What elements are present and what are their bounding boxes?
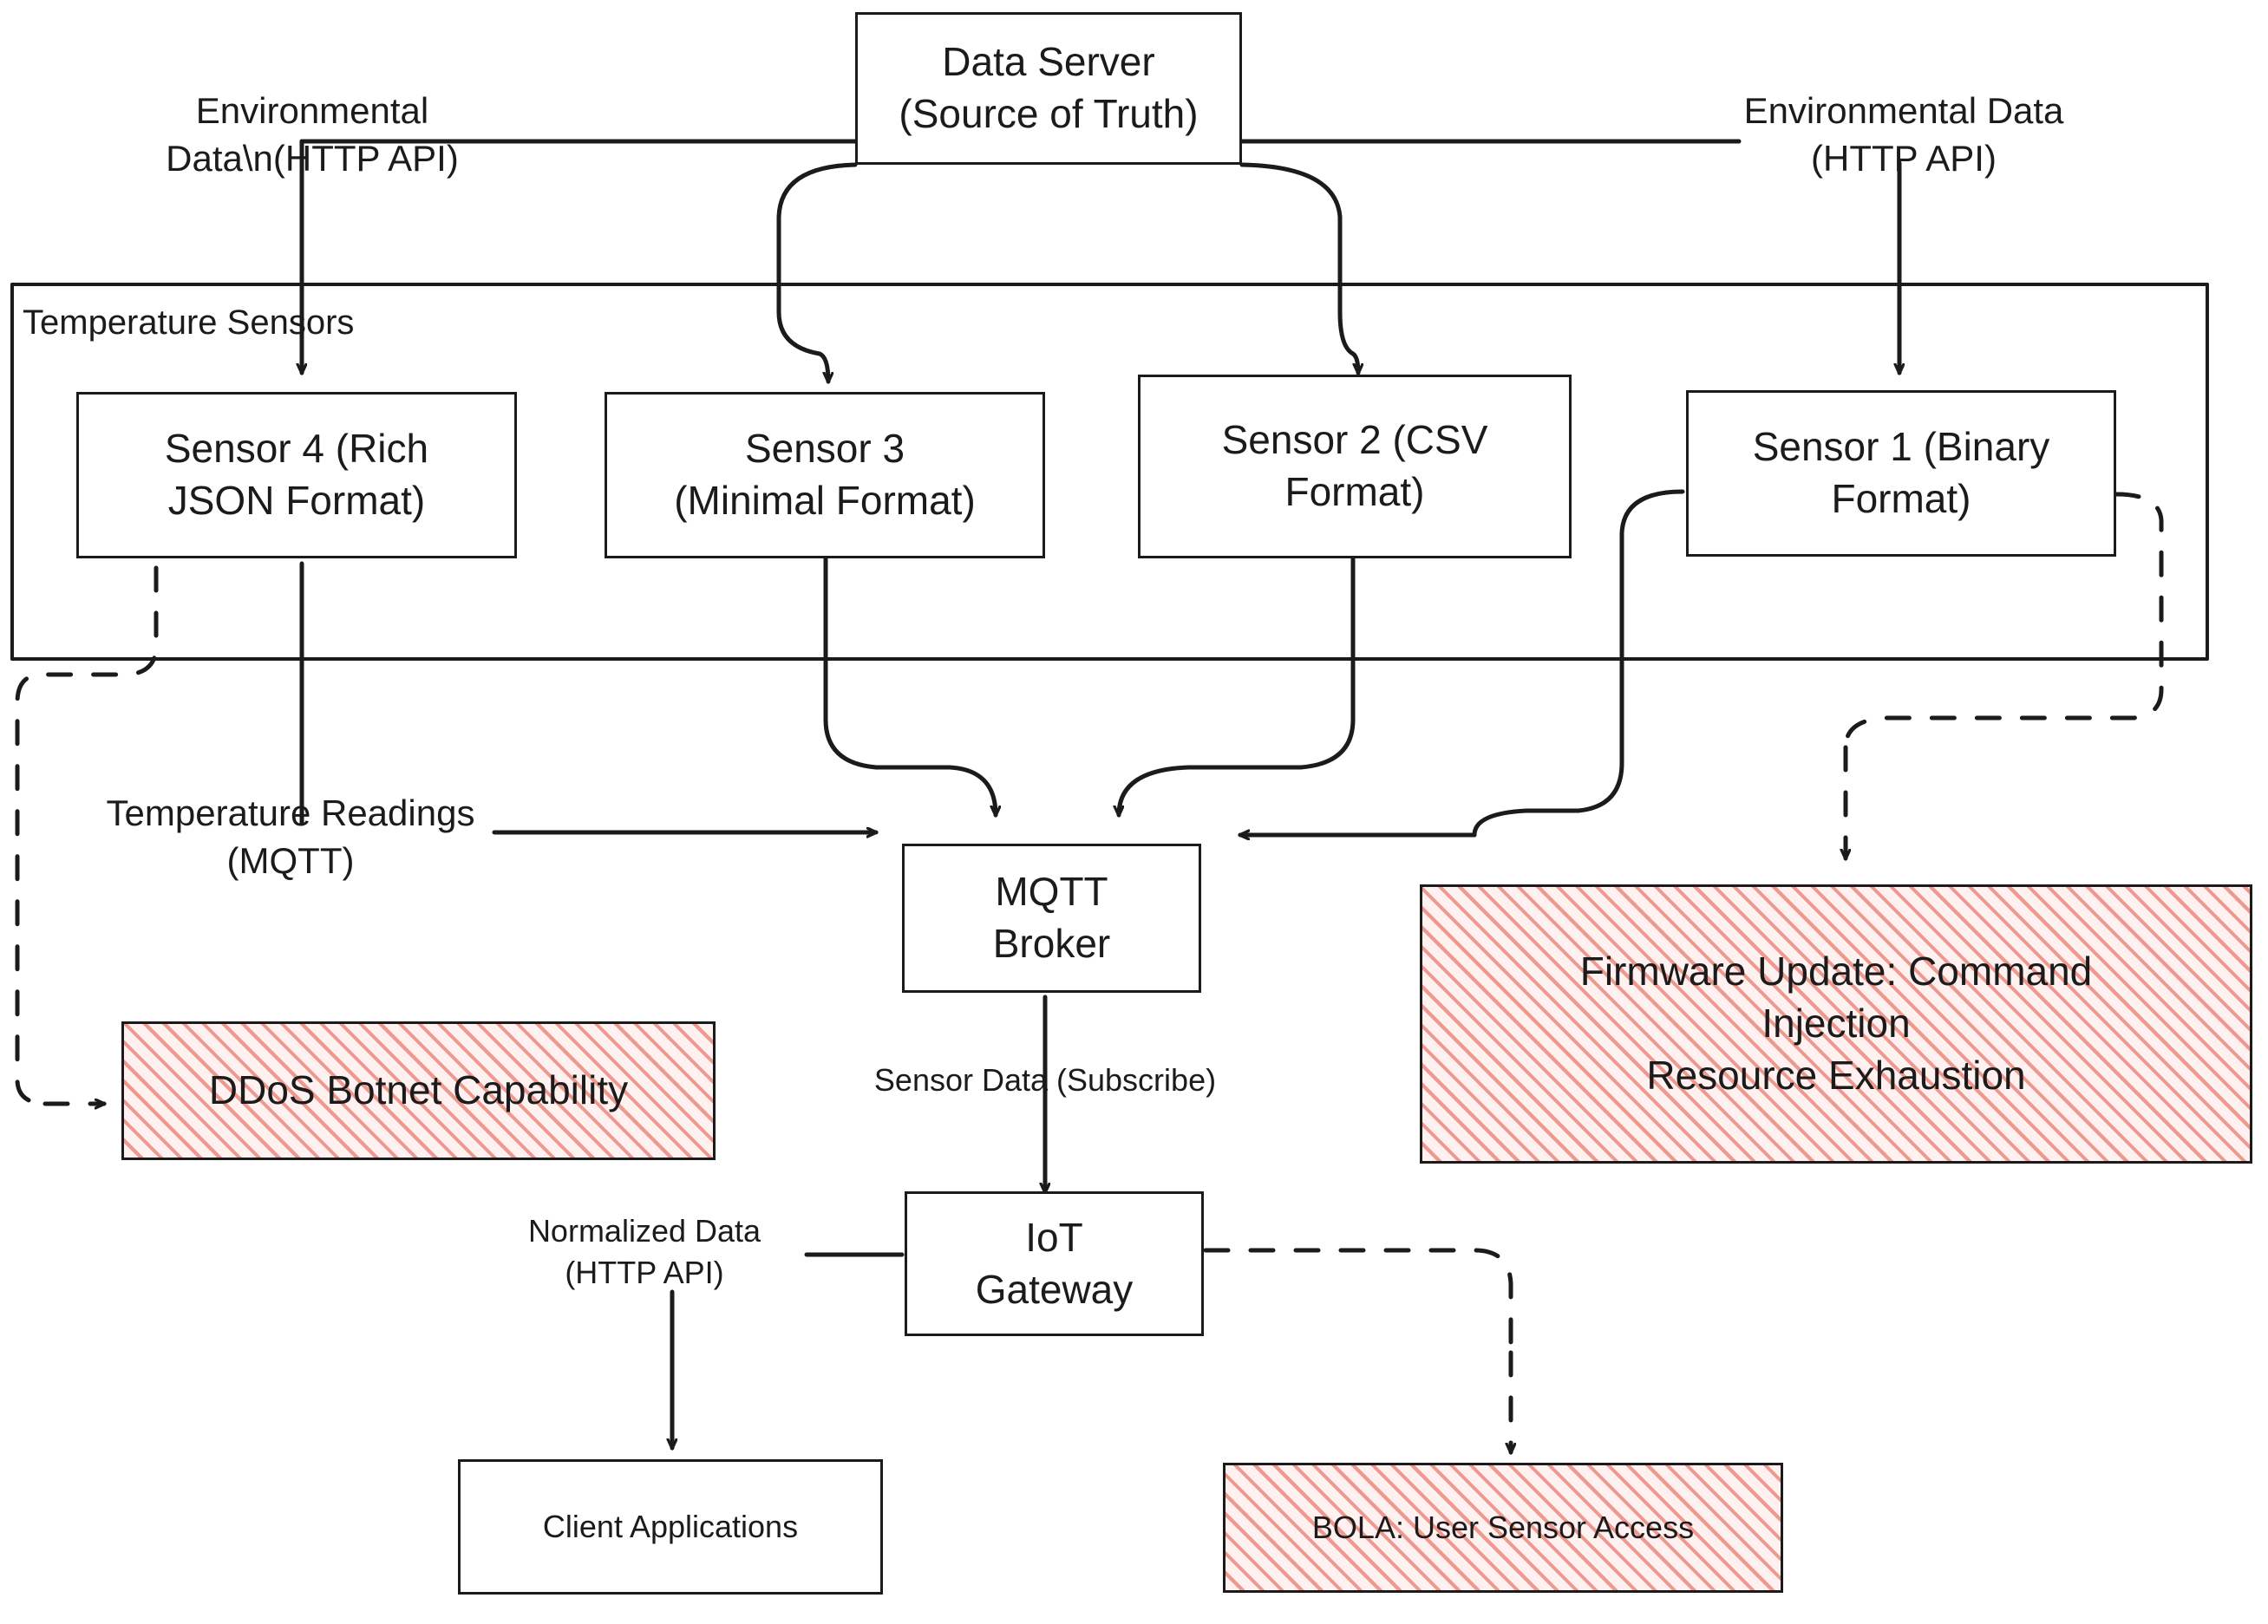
node-threat-firmware-update-label: Firmware Update: Command Injection Resou… xyxy=(1579,949,2093,1098)
node-sensor-1[interactable]: Sensor 1 (Binary Format) xyxy=(1686,390,2116,557)
edge-sensor1-to-broker-a xyxy=(1472,489,1685,838)
node-sensor-4-label: Sensor 4 (Rich JSON Format) xyxy=(164,426,429,523)
edge-sensor4-to-ddos-path xyxy=(15,565,159,1106)
edge-gateway-to-bola-path xyxy=(1203,1248,1513,1355)
node-mqtt-broker[interactable]: MQTT Broker xyxy=(902,844,1201,993)
edge-label-environmental-data-left: Environmental Data\n(HTTP API) xyxy=(166,90,459,179)
node-client-applications[interactable]: Client Applications xyxy=(458,1459,883,1595)
node-sensor-1-label: Sensor 1 (Binary Format) xyxy=(1752,424,2050,521)
edge-sensor2-to-broker xyxy=(1119,557,1356,815)
node-threat-bola-label: BOLA: User Sensor Access xyxy=(1311,1509,1695,1545)
group-container-temperature-sensors xyxy=(10,283,2209,661)
node-sensor-3[interactable]: Sensor 3 (Minimal Format) xyxy=(605,392,1045,558)
node-sensor-2[interactable]: Sensor 2 (CSV Format) xyxy=(1138,375,1572,558)
node-data-server-label: Data Server (Source of Truth) xyxy=(899,39,1199,136)
node-threat-ddos-botnet-label: DDoS Botnet Capability xyxy=(208,1067,629,1113)
edge-sensor1-to-firmware-path xyxy=(1843,492,2164,750)
edge-label-sensor-data-subscribe: Sensor Data (Subscribe) xyxy=(873,1062,1217,1098)
node-data-server[interactable]: Data Server (Source of Truth) xyxy=(855,12,1242,165)
node-sensor-4[interactable]: Sensor 4 (Rich JSON Format) xyxy=(76,392,517,558)
node-sensor-3-label: Sensor 3 (Minimal Format) xyxy=(674,426,976,523)
node-threat-ddos-botnet[interactable]: DDoS Botnet Capability xyxy=(121,1021,716,1160)
node-iot-gateway-label: IoT Gateway xyxy=(975,1214,1134,1312)
node-sensor-2-label: Sensor 2 (CSV Format) xyxy=(1221,417,1488,514)
edge-sensor3-to-broker xyxy=(823,557,996,815)
edge-dataserver-to-sensor3 xyxy=(776,162,858,382)
node-mqtt-broker-label: MQTT Broker xyxy=(992,869,1111,966)
node-iot-gateway[interactable]: IoT Gateway xyxy=(905,1191,1204,1336)
edge-label-normalized-data: Normalized Data (HTTP API) xyxy=(527,1213,761,1290)
edge-label-environmental-data-right: Environmental Data (HTTP API) xyxy=(1743,90,2064,179)
node-threat-firmware-update[interactable]: Firmware Update: Command Injection Resou… xyxy=(1420,884,2252,1164)
node-client-applications-label: Client Applications xyxy=(542,1508,799,1544)
edge-dataserver-to-sensor2 xyxy=(1239,162,1358,373)
edge-label-temperature-readings: Temperature Readings (MQTT) xyxy=(106,792,475,882)
node-threat-bola[interactable]: BOLA: User Sensor Access xyxy=(1223,1463,1783,1593)
group-label-temperature-sensors: Temperature Sensors xyxy=(23,303,355,342)
